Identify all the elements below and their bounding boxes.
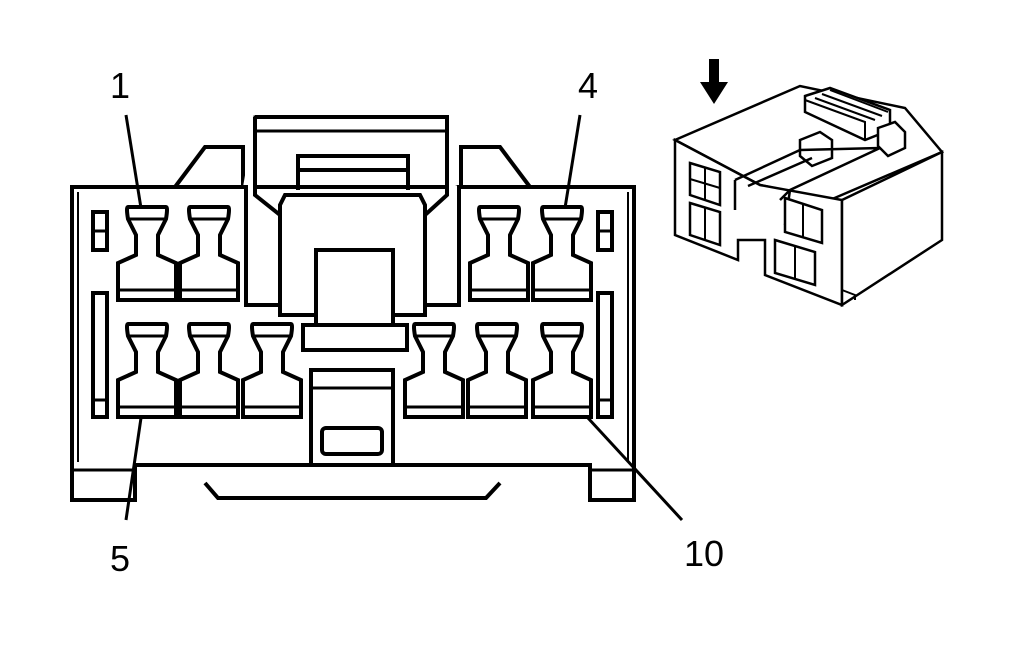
connector-face: 1 4 5 10	[70, 65, 724, 579]
housing-bottom-skirt	[203, 481, 502, 500]
terminal-cavity	[178, 205, 240, 302]
right-shoulder	[459, 145, 532, 189]
housing-inner-line	[77, 192, 629, 462]
right-long-slot	[596, 291, 614, 419]
terminal-cavity-detail	[470, 217, 528, 292]
pin-label-4: 4	[578, 65, 598, 106]
iso-channel	[733, 146, 881, 226]
terminal-cavity	[178, 322, 240, 419]
center-guide	[309, 368, 395, 467]
center-key-base	[301, 323, 409, 352]
arrow-down-icon	[700, 59, 728, 104]
terminal-cavity-detail	[533, 217, 591, 292]
latch-slot	[296, 154, 410, 190]
leader-line-pin-4	[563, 114, 582, 209]
iso-right-face	[840, 150, 944, 308]
pin-label-1: 1	[110, 65, 130, 106]
terminal-cavity	[531, 205, 593, 302]
latch-top-band	[253, 115, 449, 133]
terminal-cavity-detail	[180, 334, 238, 409]
center-key	[314, 248, 395, 327]
connector-isometric-view	[672, 59, 945, 308]
terminal-cavity-detail	[180, 217, 238, 292]
terminal-cavity	[241, 322, 303, 419]
terminal-cavity	[531, 322, 593, 419]
iso-windows	[688, 161, 824, 287]
housing-outline	[70, 185, 636, 502]
terminal-cavity	[403, 322, 465, 419]
terminal-cavity-detail	[118, 217, 176, 292]
terminal-cavity-detail	[468, 334, 526, 409]
terminal-cavity	[466, 322, 528, 419]
terminal-cavity-detail	[533, 334, 591, 409]
terminal-cavity	[468, 205, 530, 302]
terminal-cavity	[116, 322, 178, 419]
pin-label-10: 10	[684, 533, 724, 574]
pin-label-5: 5	[110, 538, 130, 579]
center-guide-window	[320, 426, 384, 456]
terminal-cavity-detail	[118, 334, 176, 409]
left-shoulder	[173, 145, 245, 189]
leader-line-pin-1	[124, 114, 143, 209]
terminal-cavity-detail	[243, 334, 301, 409]
leader-line-pin-5	[124, 417, 143, 521]
side-slots	[91, 210, 614, 419]
terminal-cavity-detail	[405, 334, 463, 409]
terminal-cavity	[116, 205, 178, 302]
terminal-cavities	[116, 205, 593, 419]
left-long-slot	[91, 291, 109, 419]
leader-line-pin-10	[586, 416, 684, 522]
